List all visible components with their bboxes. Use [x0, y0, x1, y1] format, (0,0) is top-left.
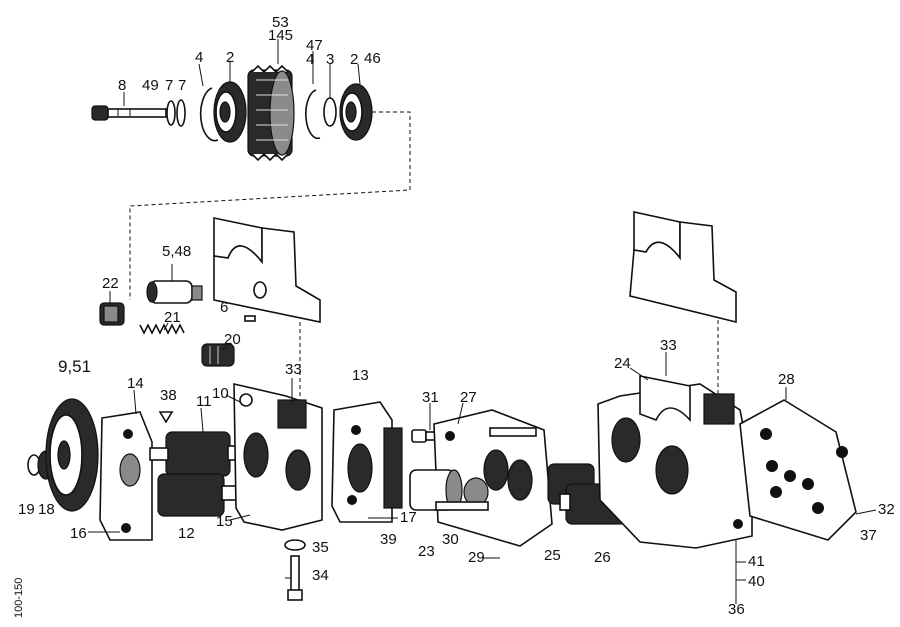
bearing-cap-right: [629, 211, 737, 324]
plate-13: [331, 401, 403, 523]
label-2-left: 2: [226, 49, 234, 66]
part-labels: 53 145 47 4 2 3 4 2 46 8 49 7 7 5,48 22 …: [18, 14, 895, 618]
label-17: 17: [400, 509, 417, 526]
pin-6: [244, 315, 256, 322]
bearing-2-left: [213, 81, 247, 143]
label-9-51: 9,51: [58, 357, 91, 376]
label-27: 27: [460, 389, 477, 406]
label-26: 26: [594, 549, 611, 566]
label-20: 20: [224, 331, 241, 348]
label-33-left: 33: [285, 361, 302, 378]
label-12: 12: [178, 525, 195, 542]
gear-12: [157, 473, 239, 517]
bolt-34: [284, 539, 306, 601]
label-36: 36: [728, 601, 745, 618]
pin-38: [158, 411, 174, 424]
label-4-right: 4: [306, 51, 314, 68]
label-19: 19: [18, 501, 35, 518]
gear-53: [247, 64, 295, 162]
label-28: 28: [778, 371, 795, 388]
label-32: 32: [878, 501, 895, 518]
plate-27: [433, 409, 553, 547]
bolt-30: [435, 501, 489, 511]
label-21: 21: [164, 309, 181, 326]
leader-lines: [88, 39, 877, 604]
pump-housing-24: [597, 375, 753, 549]
spacer-3: [323, 97, 337, 127]
label-6: 6: [220, 299, 228, 316]
bushing-23: [409, 469, 463, 511]
top-shaft-assembly: [91, 64, 411, 300]
plug-22: [99, 302, 125, 326]
cover-14: [99, 411, 153, 541]
washers-7: [166, 99, 186, 127]
label-145: 145: [268, 27, 293, 44]
label-23: 23: [418, 543, 435, 560]
label-22: 22: [102, 275, 119, 292]
label-30: 30: [442, 531, 459, 548]
pump-housing-10: [233, 382, 323, 531]
label-31: 31: [422, 389, 439, 406]
label-53: 53: [272, 14, 289, 31]
fitting-5-48: [146, 280, 203, 304]
circlip-4-left: [199, 87, 219, 142]
bearing-cap-left: [213, 217, 321, 323]
bearing-2-right: [339, 83, 373, 141]
bolt-8: [91, 105, 167, 121]
label-29: 29: [468, 549, 485, 566]
gear-9-51: [45, 398, 99, 512]
label-18: 18: [38, 501, 55, 518]
label-7a: 7: [165, 77, 173, 94]
label-11: 11: [196, 393, 212, 410]
label-38: 38: [160, 387, 177, 404]
label-34: 34: [312, 567, 329, 584]
label-2-right: 2: [350, 51, 358, 68]
label-46: 46: [364, 50, 381, 67]
piston-20: [201, 343, 235, 367]
spring-21: [139, 323, 185, 335]
drawing-code: 100-150: [13, 578, 25, 618]
plate-28: [739, 399, 857, 541]
label-40: 40: [748, 573, 765, 590]
label-35: 35: [312, 539, 329, 556]
label-16: 16: [70, 525, 87, 542]
label-41: 41: [748, 553, 765, 570]
label-39: 39: [380, 531, 397, 548]
label-33-right: 33: [660, 337, 677, 354]
label-37: 37: [860, 527, 877, 544]
label-14: 14: [127, 375, 144, 392]
label-47: 47: [306, 37, 323, 54]
label-13: 13: [352, 367, 369, 384]
label-24: 24: [614, 355, 631, 372]
gear-11: [149, 431, 245, 477]
label-49: 49: [142, 77, 159, 94]
label-25: 25: [544, 547, 561, 564]
circlip-4-right: [305, 89, 321, 140]
label-4-left: 4: [195, 49, 203, 66]
label-7b: 7: [178, 77, 186, 94]
label-5-48: 5,48: [162, 243, 191, 260]
label-3: 3: [326, 51, 334, 68]
label-8: 8: [118, 77, 126, 94]
label-10: 10: [212, 385, 229, 402]
label-15: 15: [216, 513, 233, 530]
